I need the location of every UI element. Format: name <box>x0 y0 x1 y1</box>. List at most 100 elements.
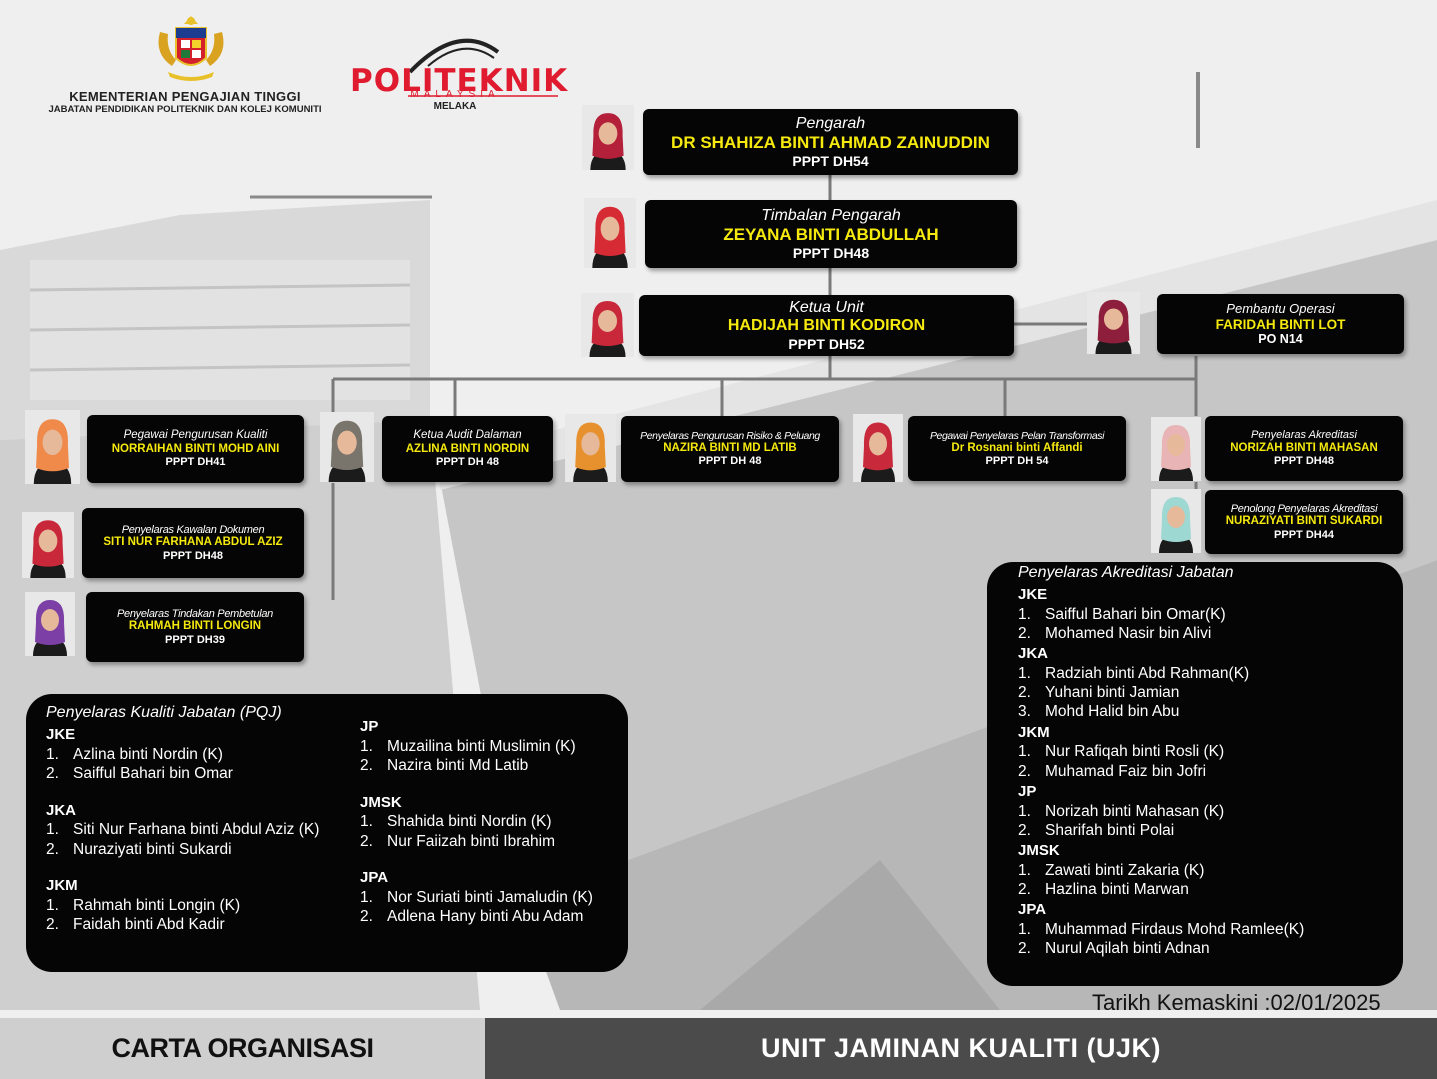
member-name: Sharifah binti Polai <box>1045 821 1175 839</box>
card-penyelaras-akreditasi: Penyelaras Akreditasi NORIZAH BINTI MAHA… <box>1205 416 1403 481</box>
ministry-name: KEMENTERIAN PENGAJIAN TINGGI JABATAN PEN… <box>20 89 350 116</box>
item-number: 2. <box>1018 762 1031 780</box>
person-name: DR SHAHIZA BINTI AHMAD ZAINUDDIN <box>671 133 990 153</box>
member-list: 1.Muhammad Firdaus Mohd Ramlee(K)2.Nurul… <box>1018 920 1400 958</box>
person-name: SITI NUR FARHANA ABDUL AZIZ <box>103 536 283 549</box>
member-list: 1.Zawati binti Zakaria (K)2.Hazlina bint… <box>1018 861 1400 899</box>
member-list: 1.Radziah binti Abd Rahman(K)2.Yuhani bi… <box>1018 664 1400 722</box>
member-name: Muhammad Firdaus Mohd Ramlee(K) <box>1045 920 1305 938</box>
polytechnic-country: MALAYSIA <box>410 89 500 100</box>
grade-label: PPPT DH41 <box>165 455 226 468</box>
role-label: Pembantu Operasi <box>1226 300 1335 316</box>
grade-label: PPPT DH39 <box>165 633 225 646</box>
item-number: 3. <box>1018 703 1031 721</box>
dept-label: JKA <box>46 801 77 819</box>
photo-penyelaras-akreditasi <box>1151 417 1201 481</box>
list-item: 2.Nur Faiizah binti Ibrahim <box>360 832 622 851</box>
portrait-icon <box>581 293 634 357</box>
grade-label: PPPT DH54 <box>792 152 869 169</box>
polytechnic-name: POLITEKNIK <box>350 63 569 99</box>
list-item: 2.Nazira binti Md Latib <box>360 756 622 775</box>
portrait-icon <box>25 592 75 656</box>
crest-icon <box>158 16 224 81</box>
card-pegawai-transformasi: Pegawai Penyelaras Pelan Transformasi Dr… <box>908 416 1126 481</box>
role-label: Penolong Penyelaras Akreditasi <box>1230 502 1378 515</box>
photo-penolong-akreditasi <box>1151 489 1201 553</box>
item-number: 1. <box>1018 605 1031 623</box>
item-number: 1. <box>360 888 373 906</box>
member-list: 1.Nor Suriati binti Jamaludin (K)2.Adlen… <box>360 888 622 927</box>
member-name: Hazlina binti Marwan <box>1045 880 1189 898</box>
member-list: 1.Rahmah binti Longin (K)2.Faidah binti … <box>46 896 346 935</box>
list-item: 2.Hazlina binti Marwan <box>1018 880 1400 899</box>
member-name: Muzailina binti Muslimin (K) <box>387 737 576 755</box>
member-list: 1.Shahida binti Nordin (K)2.Nur Faiizah … <box>360 812 622 851</box>
person-name: AZLINA BINTI NORDIN <box>405 442 530 455</box>
list-item: 1.Muzailina binti Muslimin (K) <box>360 737 622 756</box>
role-label: Pegawai Penyelaras Pelan Transformasi <box>929 429 1105 442</box>
portrait-icon <box>584 198 636 268</box>
item-number: 1. <box>1018 861 1031 879</box>
item-number: 1. <box>46 745 59 763</box>
item-number: 2. <box>46 916 59 934</box>
grade-label: PPPT DH52 <box>788 335 865 352</box>
role-label: Penyelaras Pengurusan Risiko & Peluang <box>640 430 820 443</box>
portrait-icon <box>565 414 616 482</box>
card-penolong-akreditasi: Penolong Penyelaras Akreditasi NURAZIYAT… <box>1205 490 1403 554</box>
card-pembantu-operasi: Pembantu Operasi FARIDAH BINTI LOT PO N1… <box>1157 294 1404 354</box>
card-kawalan-dokumen: Penyelaras Kawalan Dokumen SITI NUR FARH… <box>82 508 304 578</box>
grade-label: PPPT DH 48 <box>698 455 762 468</box>
photo-ketua-unit <box>581 293 634 357</box>
member-name: Siti Nur Farhana binti Abdul Aziz (K) <box>73 821 320 839</box>
dept-label: JKM <box>46 877 78 894</box>
item-number: 1. <box>1018 743 1031 761</box>
member-name: Radziah binti Abd Rahman(K) <box>1045 664 1250 682</box>
portrait-icon <box>582 105 634 170</box>
list-item: 1.Saifful Bahari bin Omar(K) <box>1018 605 1400 624</box>
person-name: Dr Rosnani binti Affandi <box>951 441 1083 454</box>
role-label: Ketua Unit <box>789 299 864 317</box>
list-item: 3.Mohd Halid bin Abu <box>1018 702 1400 721</box>
grade-label: PPPT DH48 <box>163 549 223 562</box>
list-item: 1.Zawati binti Zakaria (K) <box>1018 861 1400 880</box>
role-label: Pengarah <box>795 114 866 132</box>
footer-title-left: CARTA ORGANISASI <box>0 1018 485 1079</box>
member-list: 1.Azlina binti Nordin (K)2.Saifful Bahar… <box>46 745 346 784</box>
member-name: Norizah binti Mahasan (K) <box>1045 802 1225 820</box>
member-name: Mohamed Nasir bin Alivi <box>1045 624 1212 642</box>
member-name: Faidah binti Abd Kadir <box>73 916 225 934</box>
item-number: 2. <box>360 832 373 850</box>
card-ketua-audit: Ketua Audit Dalaman AZLINA BINTI NORDIN … <box>382 416 553 482</box>
list-item: 1.Shahida binti Nordin (K) <box>360 812 622 831</box>
photo-tindakan-pembetulan <box>25 592 75 656</box>
list-item: 2. Faidah binti Abd Kadir <box>46 915 346 934</box>
grade-label: PPPT DH 54 <box>985 454 1049 467</box>
polytechnic-swoosh-icon <box>408 38 558 97</box>
portrait-icon <box>1087 292 1140 354</box>
grade-label: PPPT DH48 <box>1274 455 1334 468</box>
person-name: NORIZAH BINTI MAHASAN <box>1230 441 1378 454</box>
member-name: Nor Suriati binti Jamaludin (K) <box>387 888 593 906</box>
footer-left-label: CARTA ORGANISASI <box>111 1033 375 1063</box>
item-number: 2. <box>46 840 59 858</box>
member-name: Nur Rafiqah binti Rosli (K) <box>1045 743 1225 761</box>
member-name: Yuhani binti Jamian <box>1045 684 1180 702</box>
member-list: 1. Siti Nur Farhana binti Abdul Aziz (K) 2… <box>46 820 346 859</box>
ministry-line1: KEMENTERIAN PENGAJIAN TINGGI <box>69 89 301 104</box>
dept-label: JKA <box>1018 645 1049 663</box>
item-number: 1. <box>46 821 59 839</box>
panel-penyelaras-akreditasi-jabatan <box>987 562 1403 986</box>
person-name: FARIDAH BINTI LOT <box>1215 316 1346 332</box>
list-item: 1. Nur Rafiqah binti Rosli (K) <box>1018 742 1400 761</box>
card-pegawai-kualiti: Pegawai Pengurusan Kualiti NORRAIHAN BIN… <box>87 415 304 483</box>
dept-label: JMSK <box>360 793 402 811</box>
footer-right-label: UNIT JAMINAN KUALITI (UJK) <box>761 1033 1161 1063</box>
member-name: Azlina binti Nordin (K) <box>73 745 223 763</box>
dept-label: JP <box>1018 782 1037 800</box>
card-penyelaras-risiko: Penyelaras Pengurusan Risiko & Peluang N… <box>621 416 839 482</box>
dept-label: JKM <box>1018 723 1050 741</box>
